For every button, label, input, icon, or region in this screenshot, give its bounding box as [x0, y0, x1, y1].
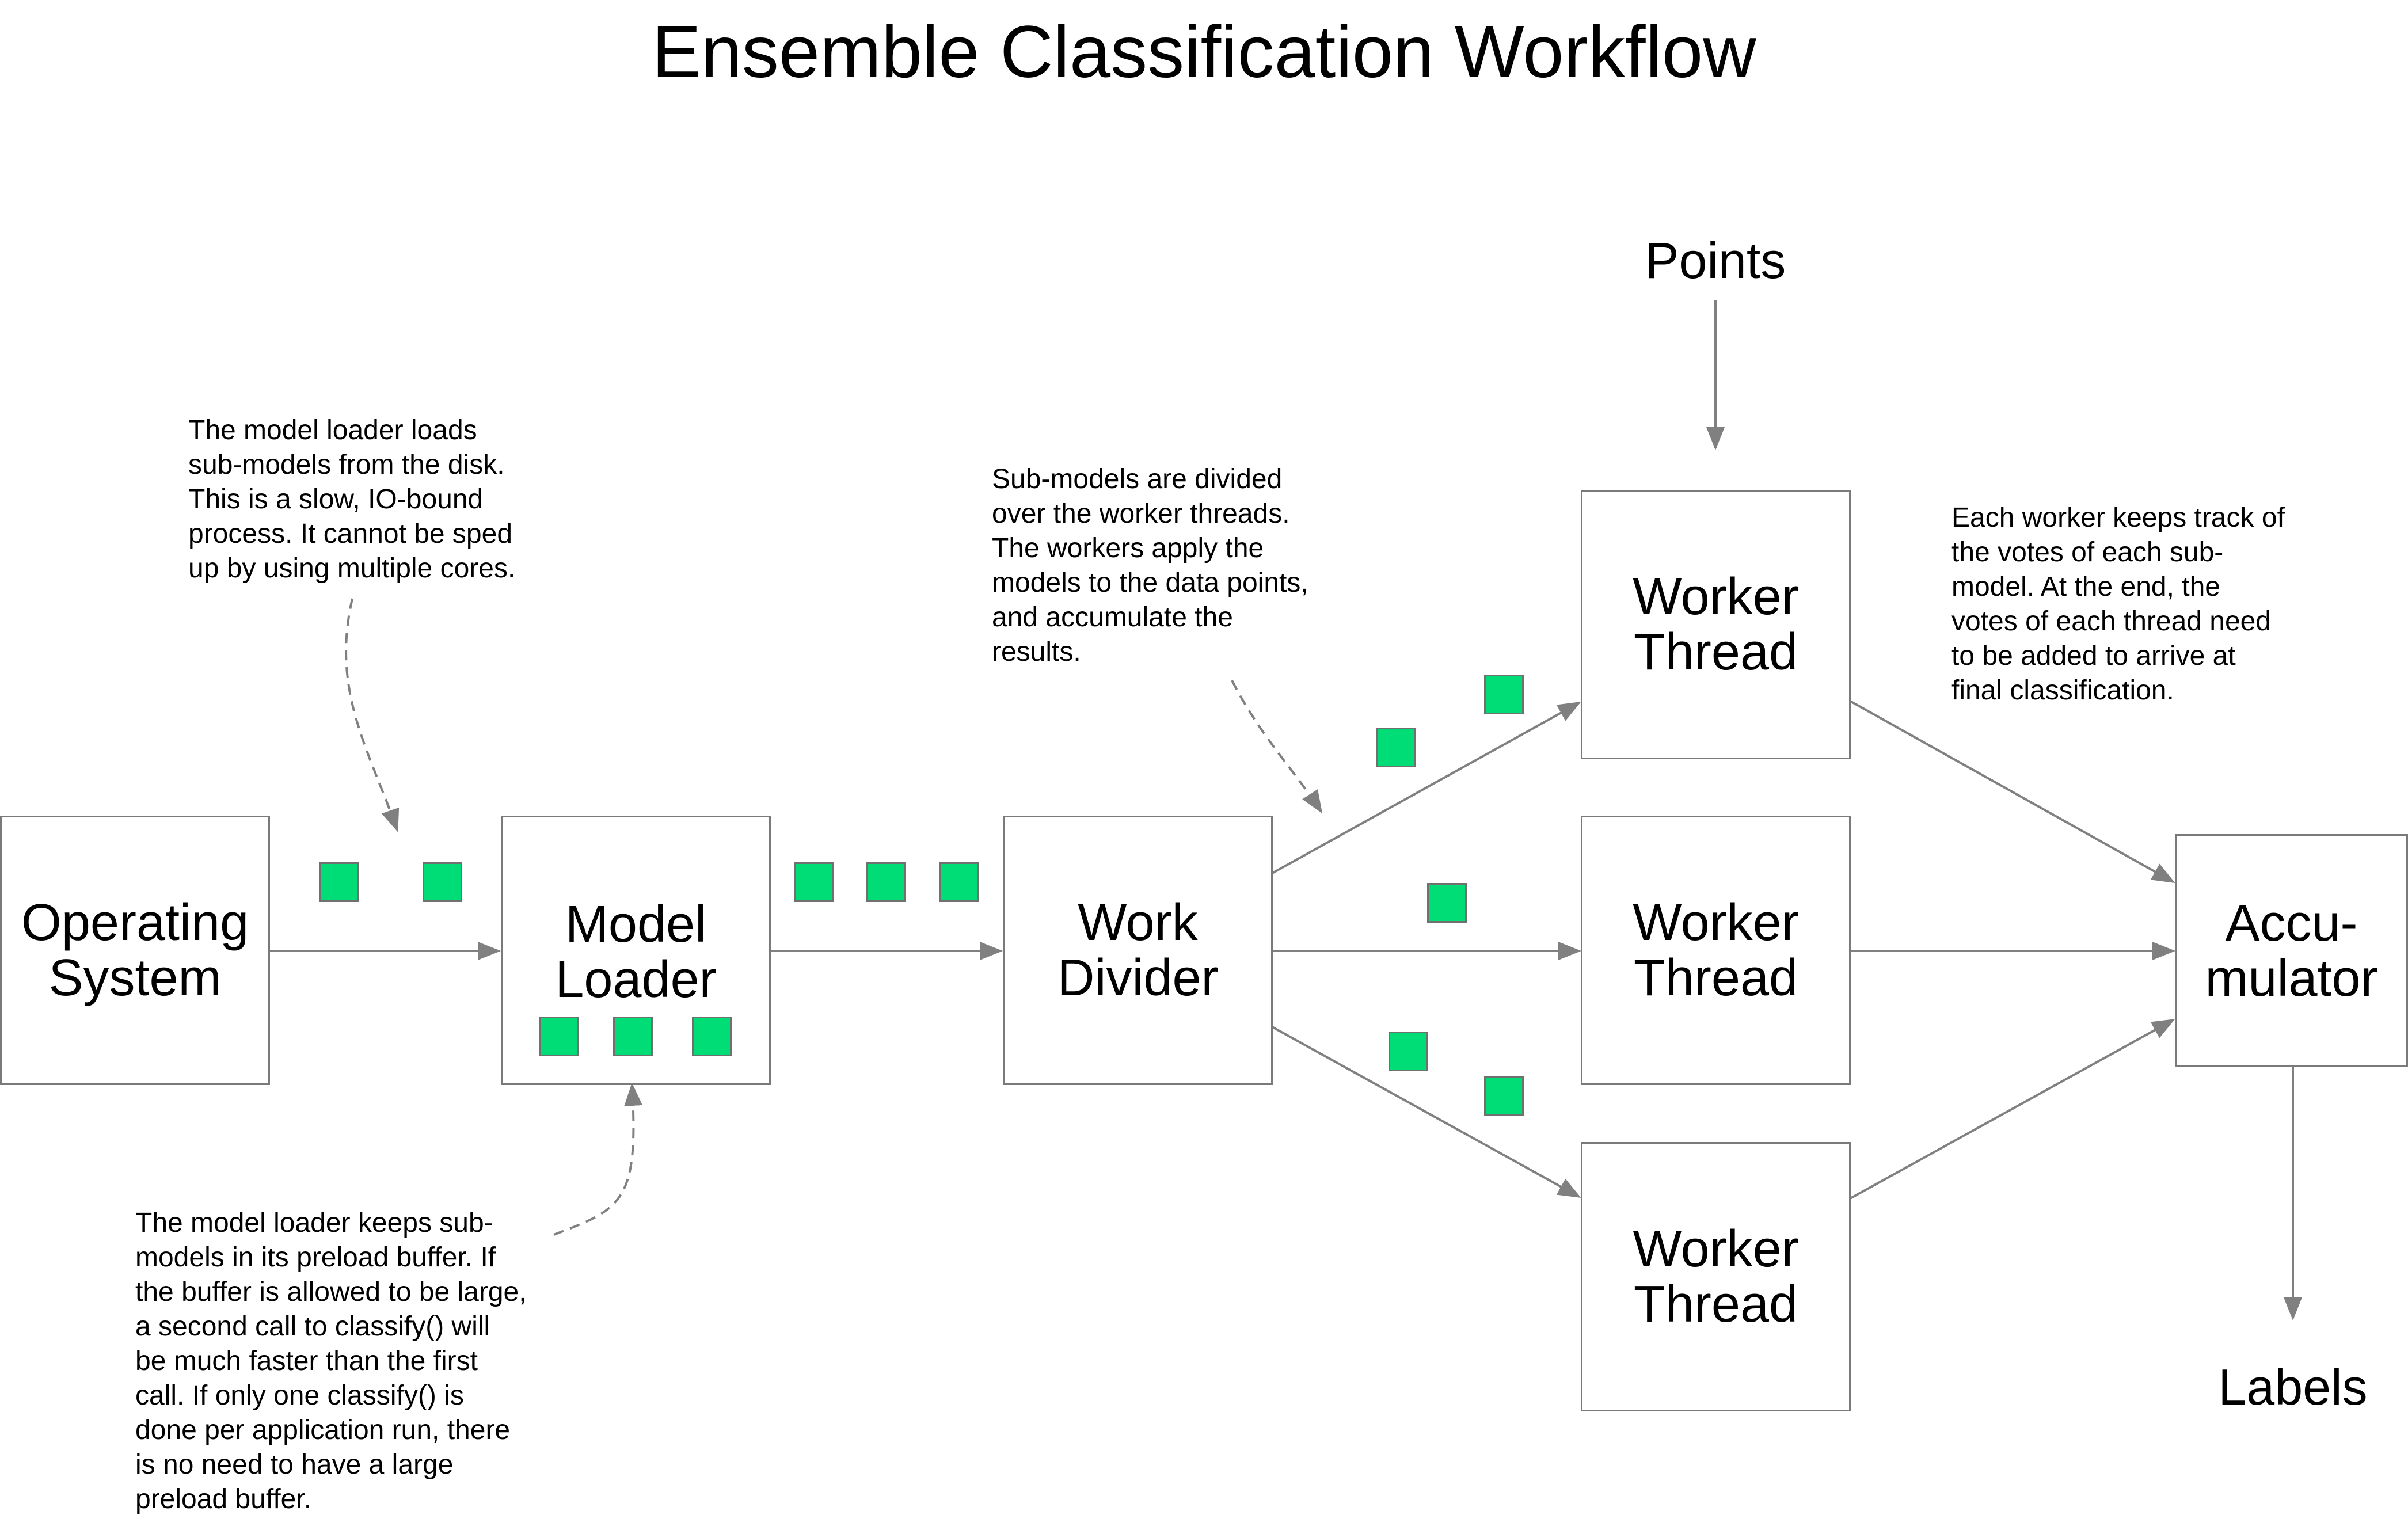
callout-sub-models-divided [1231, 680, 1323, 814]
output-labels-label: Labels [2218, 1358, 2368, 1415]
node-worker-thread-top: Worker Thread [1581, 490, 1851, 759]
page-title: Ensemble Classification Workflow [652, 11, 1756, 93]
node-operating-system-label: Operating System [21, 894, 249, 1007]
arrow-divider-to-worker-bottom [1272, 1026, 1581, 1198]
node-accumulator-label: Accu- mulator [2205, 894, 2378, 1007]
arrow-divider-to-worker-top [1272, 702, 1581, 874]
note-worker-votes: Each worker keeps track of the votes of … [1951, 503, 2285, 706]
submodel-token [692, 1017, 732, 1056]
node-operating-system: Operating System [0, 816, 270, 1085]
node-worker-thread-bottom-label: Worker Thread [1633, 1220, 1799, 1333]
submodel-token [866, 862, 906, 902]
node-model-loader-label: Model Loader [555, 896, 717, 1008]
submodel-token [539, 1017, 579, 1056]
node-worker-thread-middle-label: Worker Thread [1633, 894, 1799, 1007]
submodel-token [423, 862, 462, 902]
note-preload-buffer: The model loader keeps sub- models in it… [135, 1208, 527, 1514]
submodel-token [1484, 1076, 1524, 1116]
input-points-label: Points [1645, 232, 1786, 289]
node-worker-thread-top-label: Worker Thread [1633, 568, 1799, 681]
submodel-token [939, 862, 979, 902]
submodel-token [1484, 675, 1524, 714]
callout-loader-loads [345, 598, 400, 832]
note-sub-models-divided: Sub-models are divided over the worker t… [992, 464, 1308, 667]
node-work-divider-label: Work Divider [1057, 894, 1219, 1007]
arrow-worker-top-to-accumulator [1850, 700, 2175, 883]
node-accumulator: Accu- mulator [2175, 834, 2408, 1067]
arrow-worker-bottom-to-accumulator [1850, 1019, 2175, 1200]
node-work-divider: Work Divider [1003, 816, 1273, 1085]
submodel-token [1389, 1032, 1428, 1071]
submodel-token [794, 862, 834, 902]
submodel-token [1427, 883, 1467, 923]
node-worker-thread-bottom: Worker Thread [1581, 1142, 1851, 1411]
callout-preload-buffer [553, 1083, 643, 1236]
note-model-loader-loads: The model loader loads sub-models from t… [188, 415, 516, 584]
submodel-token [319, 862, 359, 902]
submodel-token [613, 1017, 653, 1056]
node-worker-thread-middle: Worker Thread [1581, 816, 1851, 1085]
submodel-token [1376, 728, 1416, 767]
